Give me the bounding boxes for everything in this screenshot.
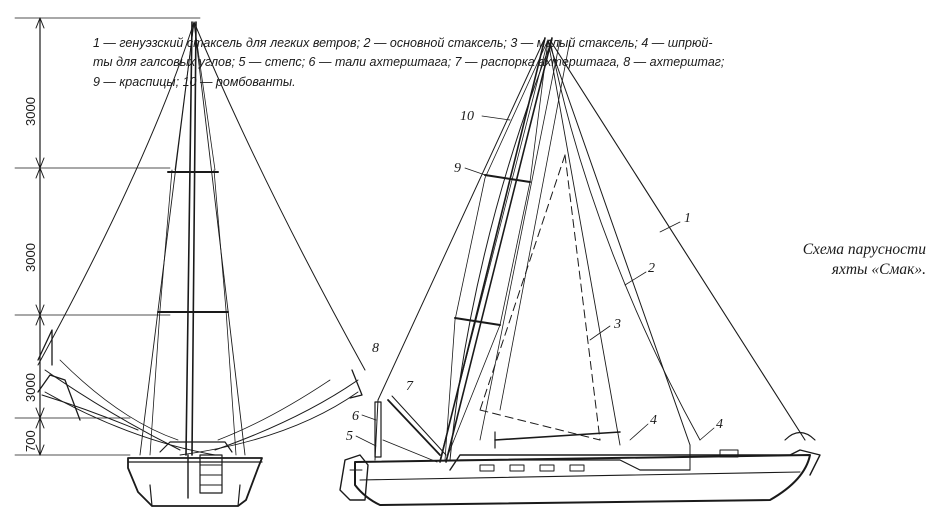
callout-3: 3	[613, 317, 621, 332]
figure-title-line-2: яхты «Смак».	[831, 261, 926, 279]
dimension-label-3000-top: 3000	[23, 97, 38, 126]
dimension-label-3000-middle: 3000	[23, 243, 38, 272]
callout-10: 10	[460, 109, 474, 124]
legend-line-2: ты для галсовых углов; 5 — степс; 6 — та…	[93, 55, 725, 70]
callouts: 1 2 3 4 4 5 6 7 8 9 10	[346, 109, 723, 447]
front-view	[37, 21, 366, 507]
dimension-label-3000-bottom: 3000	[23, 373, 38, 402]
callout-7: 7	[406, 379, 414, 394]
figure-title-line-1: Схема парусности	[802, 241, 926, 258]
legend-line-3: 9 — краспицы; 10 — ромбованты.	[93, 74, 296, 89]
callout-8: 8	[372, 341, 379, 356]
dimension-scale: 3000 3000 3000 700	[14, 17, 201, 456]
callout-6: 6	[352, 409, 359, 424]
callout-2: 2	[648, 261, 655, 276]
side-view	[339, 37, 821, 506]
figure-title: Схема парусности яхты «Смак».	[803, 240, 926, 280]
callout-9: 9	[454, 161, 461, 176]
legend-caption: 1 — генуэзский стаксель для легких ветро…	[93, 34, 918, 92]
callout-1: 1	[684, 211, 691, 226]
legend-line-1: 1 — генуэзский стаксель для легких ветро…	[93, 36, 713, 50]
callout-4a: 4	[650, 413, 657, 428]
dimension-label-700: 700	[23, 430, 38, 452]
callout-4b: 4	[716, 417, 723, 432]
callout-5: 5	[346, 429, 353, 444]
